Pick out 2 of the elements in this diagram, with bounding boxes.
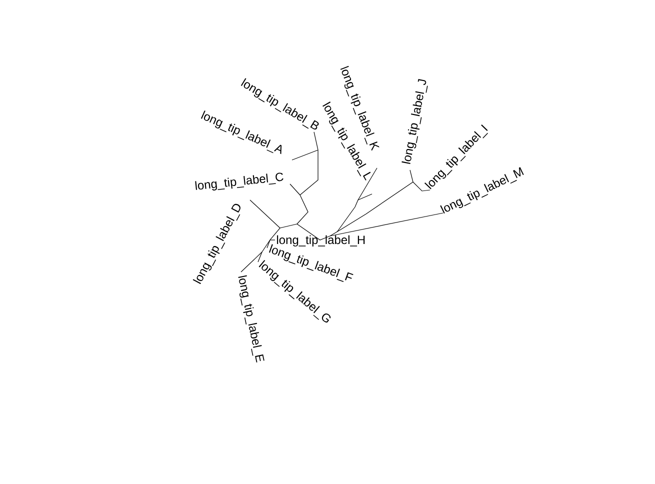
tip-label: long_tip_label_H [277,235,365,246]
tip-label: long_tip_label_C [195,172,284,190]
